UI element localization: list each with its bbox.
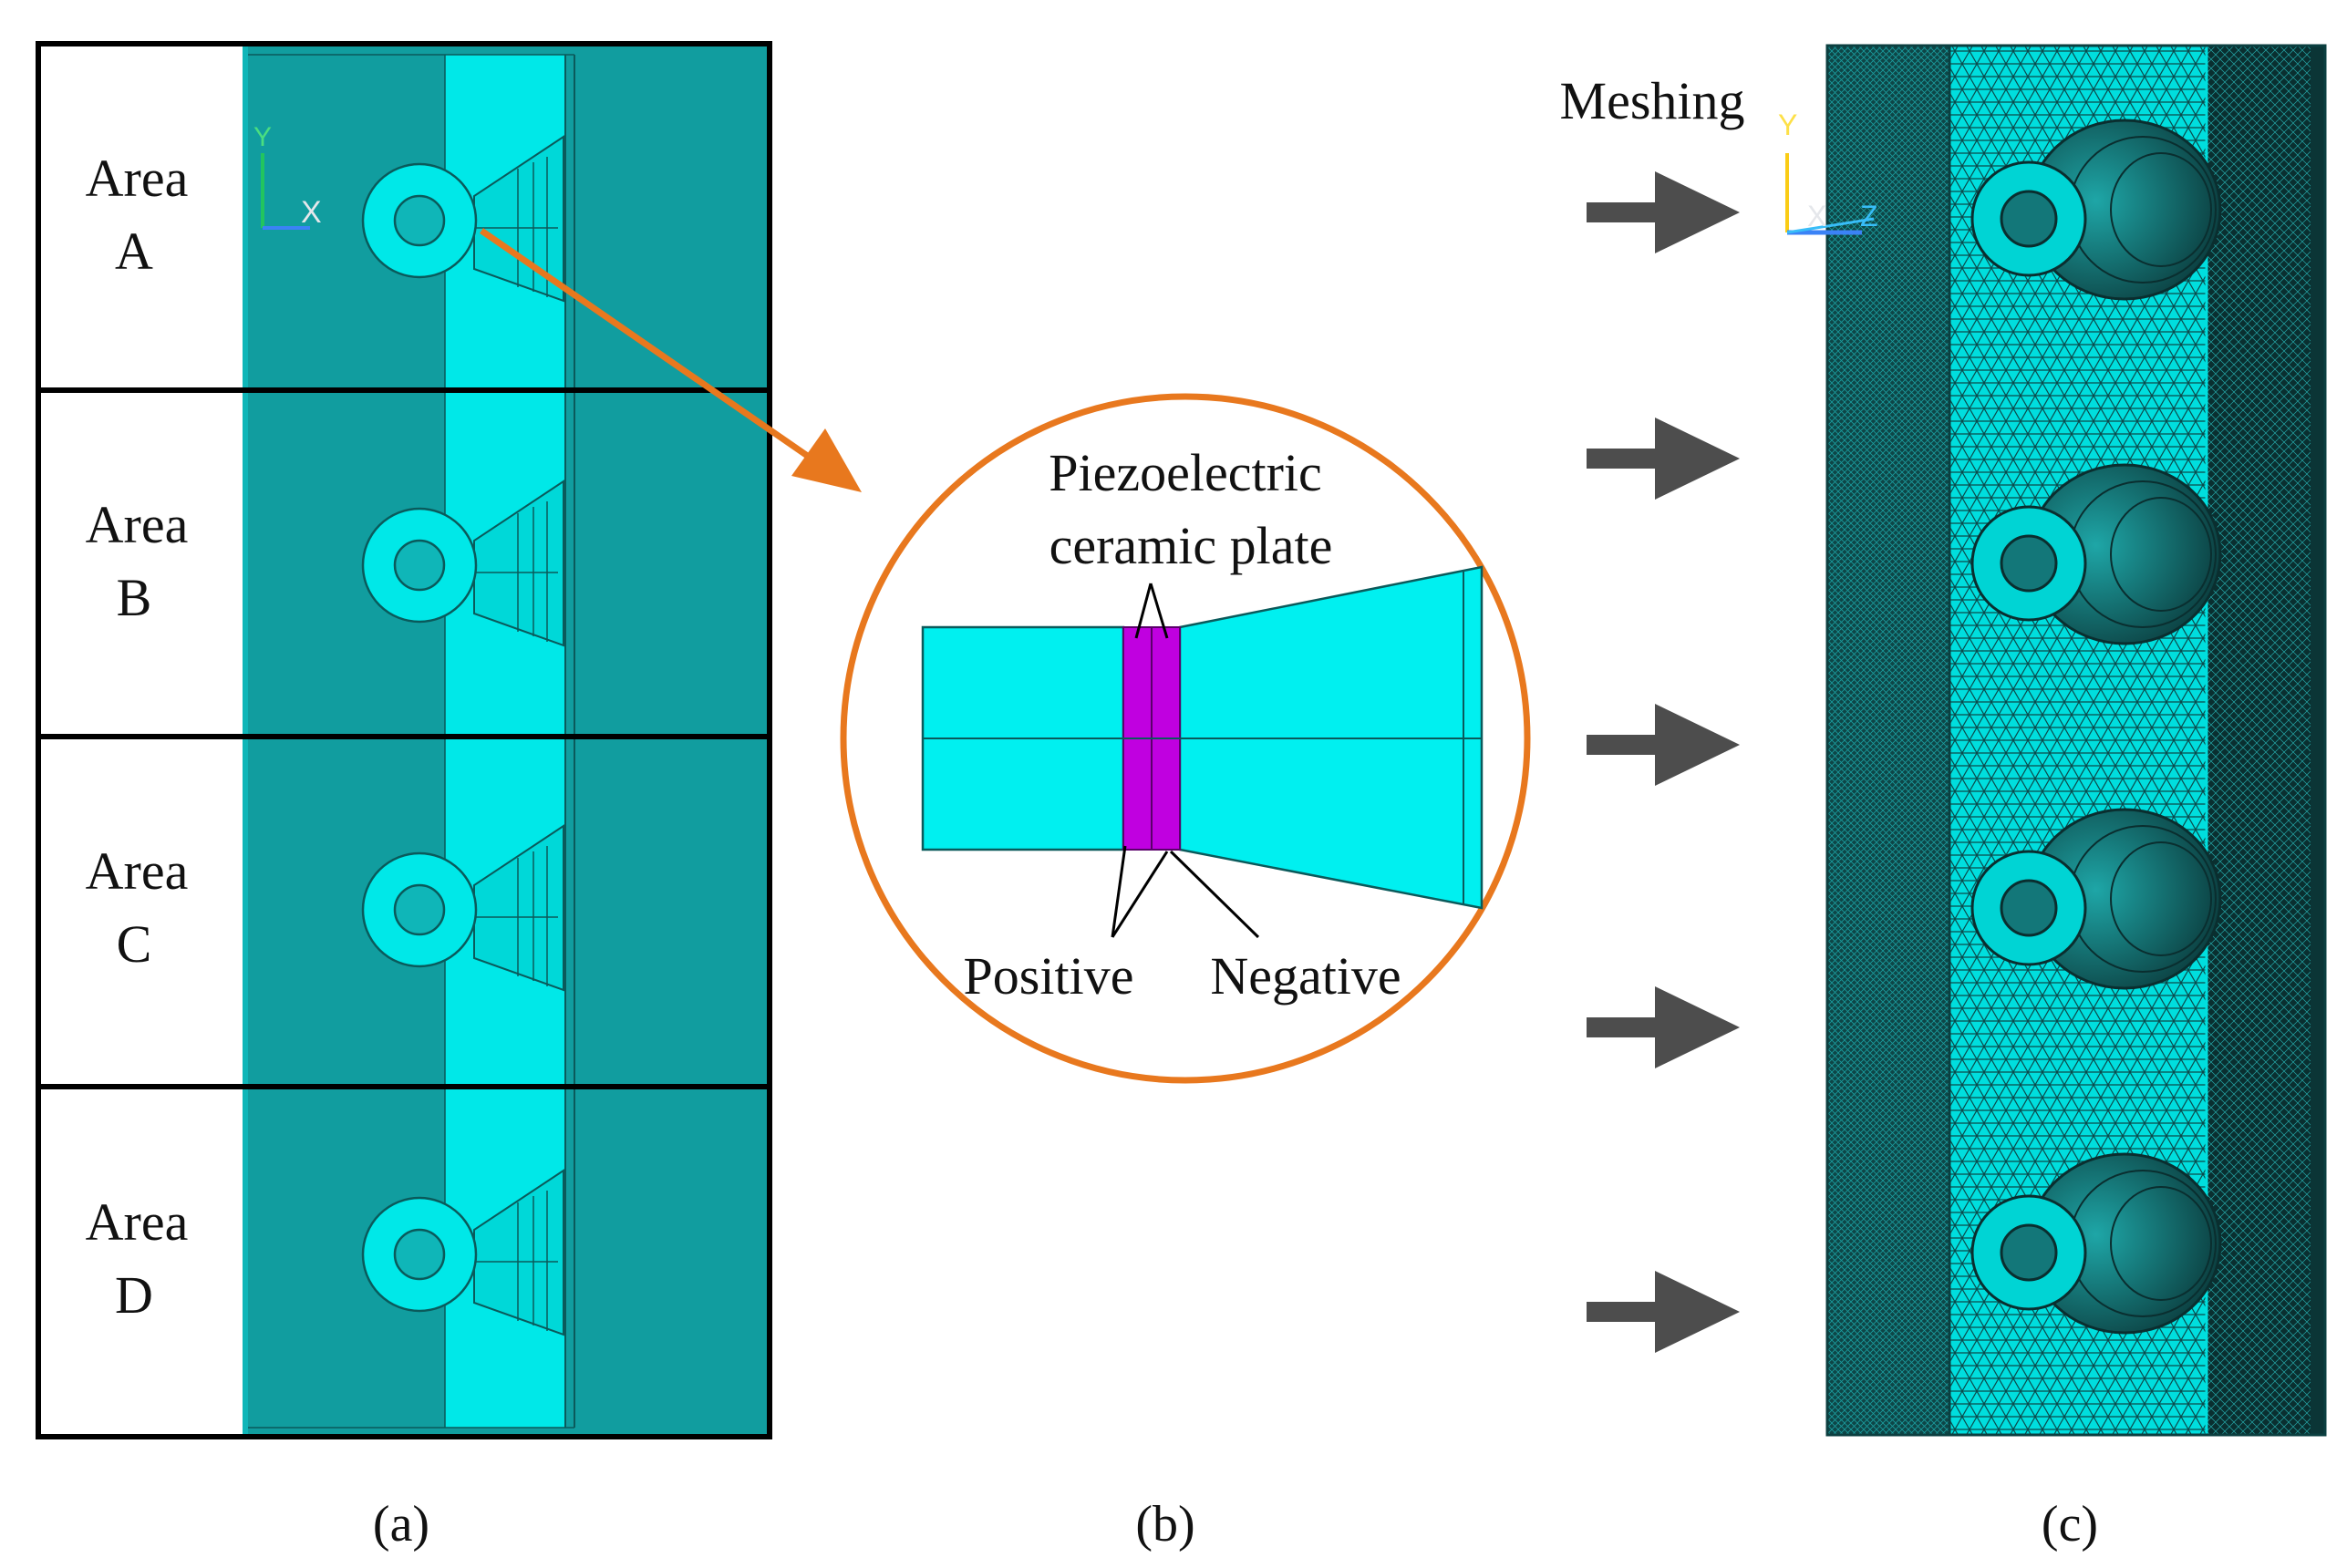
panel-b: Piezoelectric ceramic plate Positive Neg… [840, 393, 1531, 1553]
leader-line [1134, 583, 1153, 639]
area-label-a-line2: A [115, 222, 153, 281]
transducer-c [361, 824, 564, 992]
meshing-arrows: Meshing [1560, 71, 1745, 1353]
leader-line [1111, 845, 1127, 938]
model-left-edge [243, 44, 248, 1437]
axis-label-x: X [301, 195, 322, 230]
zoom-arrow [480, 228, 862, 492]
transducer-b [361, 480, 564, 647]
area-label-column [38, 44, 243, 1437]
caption-b: (b) [1135, 1496, 1194, 1553]
panel-a: Y X Area A Area B Area C Area D (a) [36, 41, 772, 1553]
axis-triad-c: Y X Z [1778, 108, 1878, 235]
label-piezo-line2: ceramic plate [1049, 516, 1333, 575]
area-label-c-line1: Area [86, 841, 189, 901]
mesh-left-band [1827, 46, 1949, 1435]
meshing-arrow-1 [1587, 171, 1740, 253]
axis-label-y: Y [1778, 108, 1797, 141]
meshing-arrow-5 [1587, 1271, 1740, 1353]
label-positive: Positive [964, 946, 1134, 1006]
label-negative: Negative [1210, 946, 1401, 1006]
transducer-a [361, 135, 564, 303]
mesh-right-edge [2311, 46, 2325, 1435]
area-label-b-line2: B [117, 568, 152, 627]
panel-a-frame [36, 41, 772, 1439]
mesh-transducer-2 [1970, 463, 2222, 645]
area-label-a-line1: Area [86, 149, 189, 208]
meshing-arrow-2 [1587, 418, 1740, 500]
caption-a: (a) [373, 1496, 429, 1553]
leader-line [1111, 851, 1169, 938]
area-label-d-line1: Area [86, 1192, 189, 1252]
mesh-transducer-4 [1970, 1152, 2222, 1335]
axis-label-z: Z [1860, 200, 1878, 232]
area-label-d-line2: D [115, 1265, 153, 1325]
mesh-transducer-1 [1970, 119, 2222, 301]
meshing-arrow-3 [1587, 704, 1740, 786]
axis-triad-a: Y X [253, 122, 322, 230]
meshing-arrow-4 [1587, 986, 1740, 1068]
panel-c: Y X Z (c) [1778, 44, 2327, 1553]
mesh-frame [1825, 44, 2327, 1437]
transducer-d [361, 1169, 564, 1336]
caption-c: (c) [2042, 1496, 2098, 1553]
label-piezo-line1: Piezoelectric [1049, 443, 1322, 502]
mesh-transducer-3 [1970, 808, 2222, 990]
meshing-label: Meshing [1560, 71, 1745, 130]
mesh-right-band [2207, 46, 2325, 1435]
area-label-c-line2: C [117, 914, 152, 974]
leader-line [1149, 583, 1169, 639]
area-label-b-line1: Area [86, 495, 189, 554]
axis-label-y: Y [253, 122, 272, 152]
axis-label-x: X [1807, 200, 1826, 232]
leader-line [1169, 850, 1260, 939]
